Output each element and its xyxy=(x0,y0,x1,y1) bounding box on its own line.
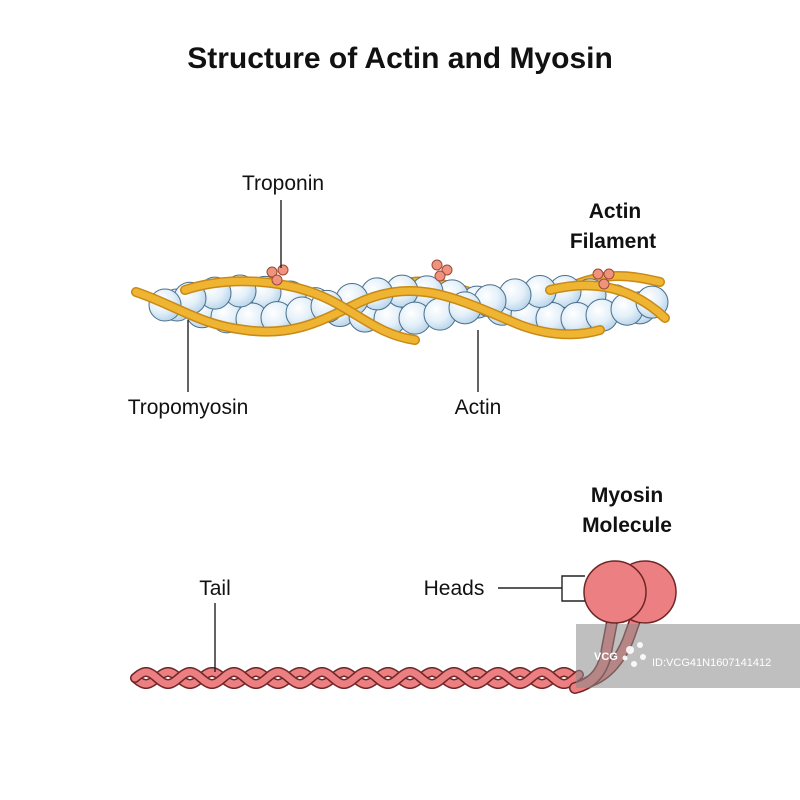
watermark-logo-text: VCG xyxy=(594,651,618,663)
troponin-label: Troponin xyxy=(242,172,324,195)
troponin-complex-2 xyxy=(431,259,453,282)
tropomyosin-label: Tropomyosin xyxy=(128,396,249,419)
tail-label: Tail xyxy=(199,577,231,600)
watermark-band xyxy=(576,624,800,688)
heads-leader-bracket xyxy=(498,575,585,602)
diagram-title: Structure of Actin and Myosin xyxy=(187,42,613,75)
watermark-id-text: ID:VCG41N1607141412 xyxy=(652,657,771,669)
actin-label: Actin xyxy=(455,396,502,419)
myosin-head-front xyxy=(583,560,647,624)
actin-filament-heading-line1: Actin xyxy=(589,200,642,223)
troponin-complex-1 xyxy=(266,264,289,286)
tropomyosin-strand-front xyxy=(131,276,670,345)
actin-bead-group xyxy=(148,274,669,336)
myosin-molecule-heading-line1: Myosin xyxy=(591,484,663,507)
actin-filament: Actin Filament xyxy=(128,172,670,419)
vcg-logo-icon xyxy=(622,642,646,667)
myosin-tail-strand xyxy=(131,668,583,688)
myosin-tail xyxy=(130,667,584,689)
myosin-molecule-heading-line2: Molecule xyxy=(582,514,672,537)
watermark: VCG ID:VCG41N1607141412 xyxy=(576,624,800,688)
heads-label: Heads xyxy=(424,577,485,600)
troponin-complex-3 xyxy=(592,268,615,290)
actin-filament-heading-line2: Filament xyxy=(570,230,656,253)
